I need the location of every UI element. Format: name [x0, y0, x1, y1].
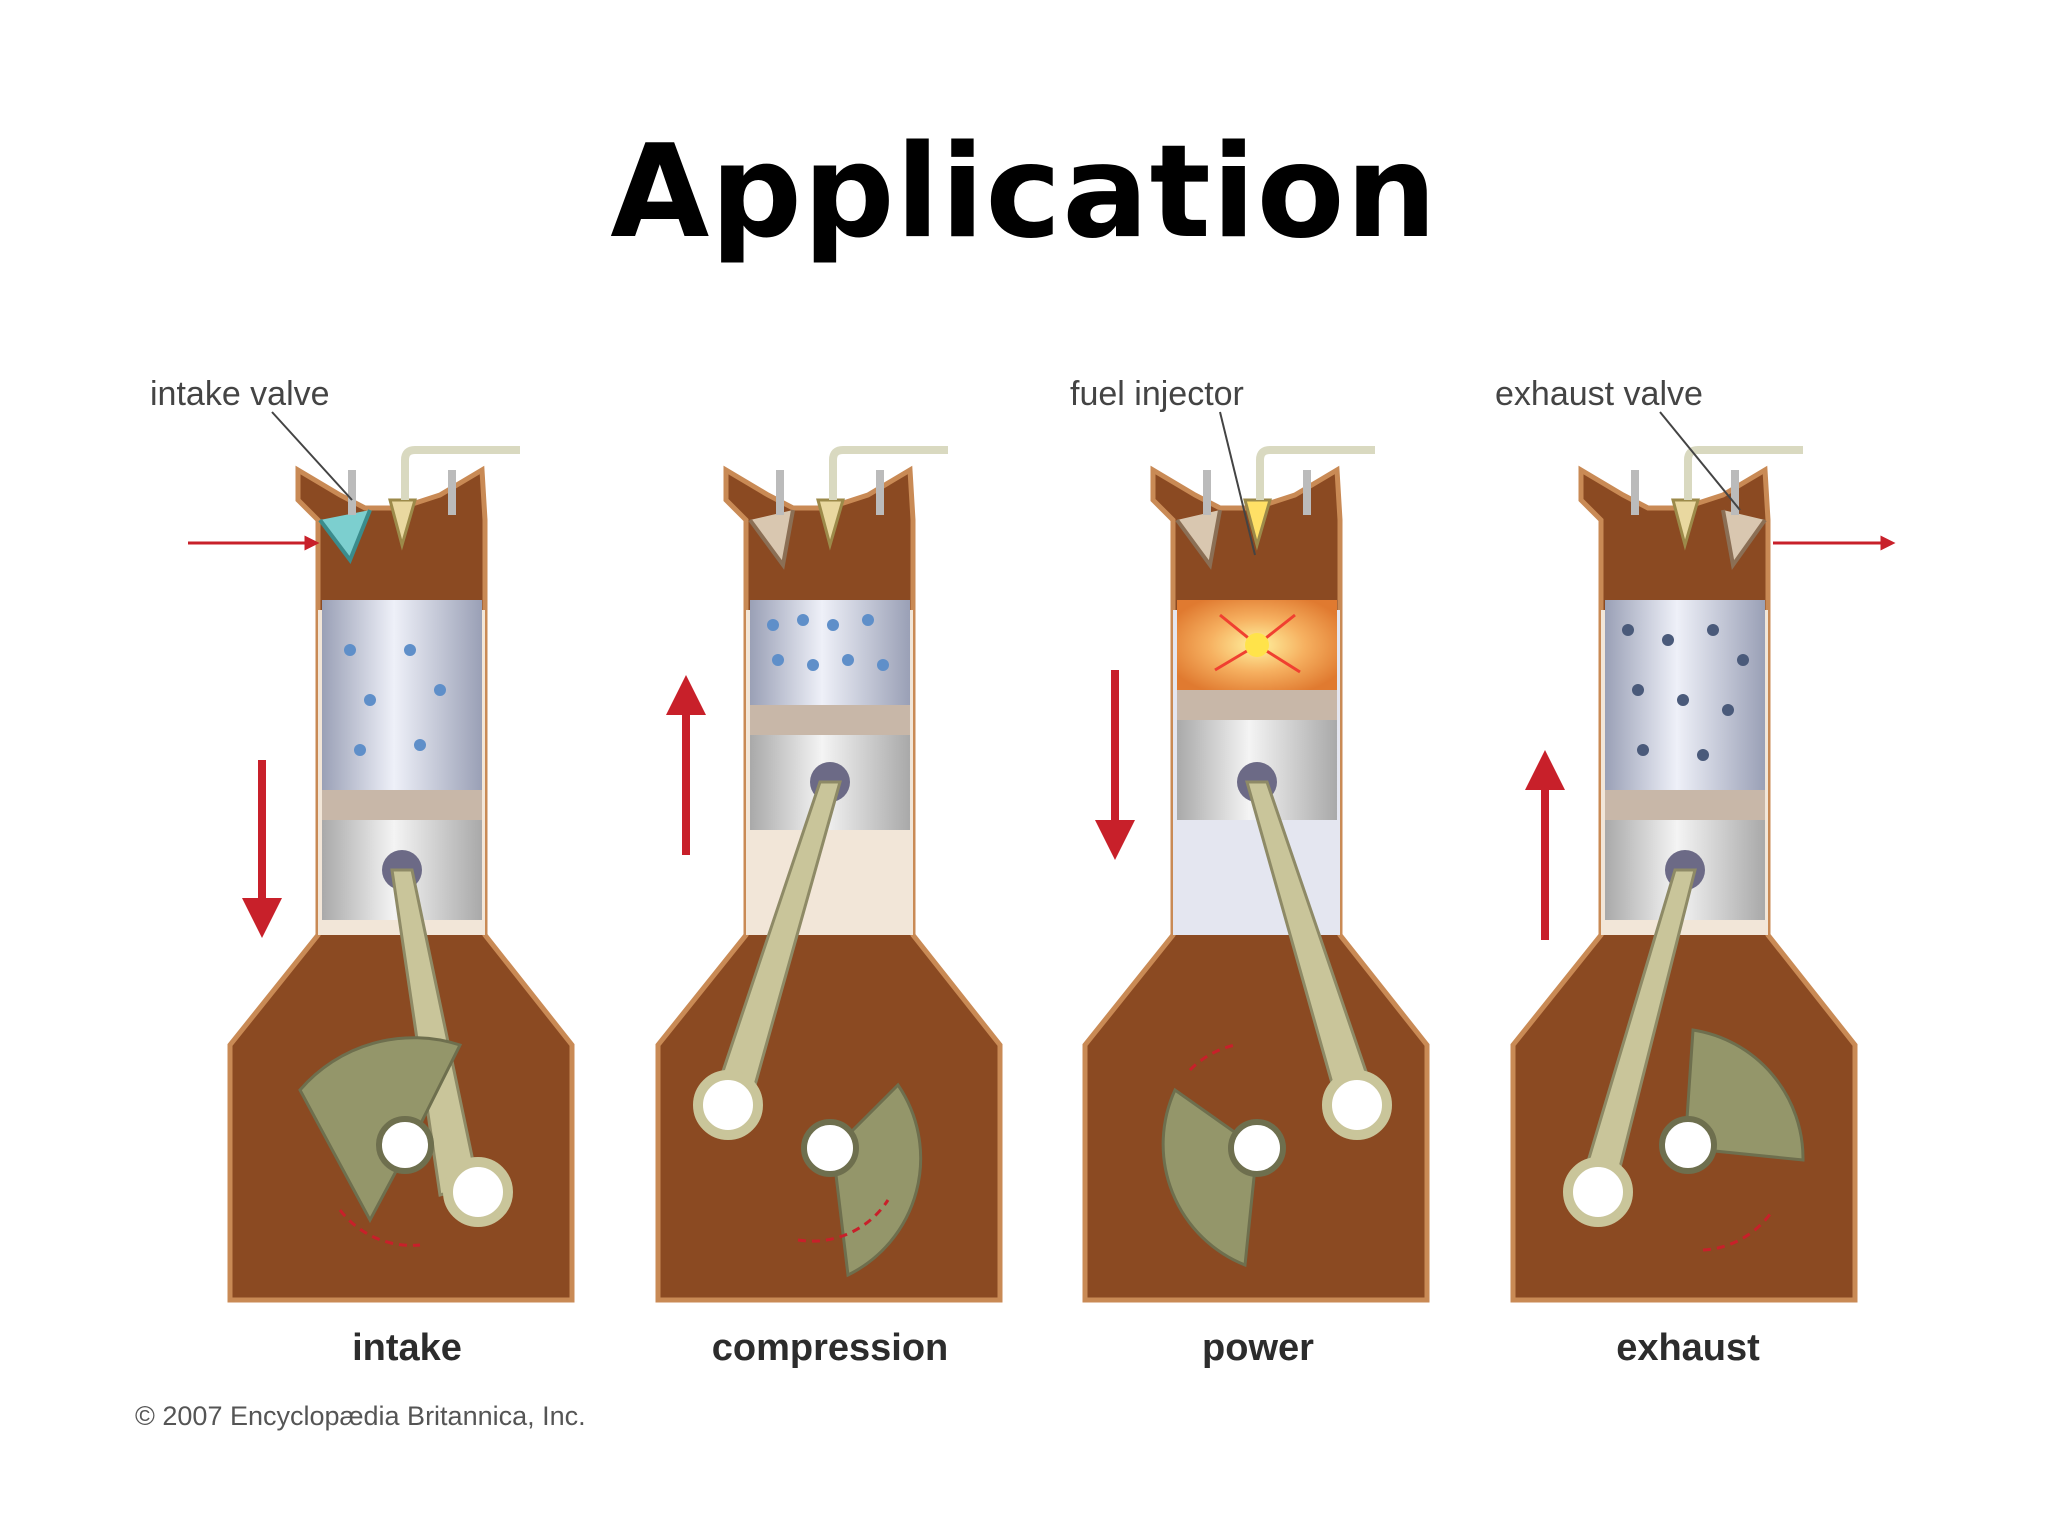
- callout-leader: [1659, 411, 1741, 511]
- copyright-text: © 2007 Encyclopædia Britannica, Inc.: [135, 1401, 586, 1431]
- rotation-arc: [338, 1209, 421, 1247]
- crank-counterweight: [831, 1082, 923, 1278]
- callout-exhaust-valve: exhaust valve: [1495, 375, 1703, 413]
- fuel-line: [1256, 446, 1375, 500]
- valve-stem: [1731, 470, 1739, 515]
- valve: [748, 509, 795, 570]
- engine-stage-exhaust: exhaust: [1510, 446, 1896, 1369]
- crank-pin: [1563, 1157, 1633, 1227]
- crank-counterweight: [1683, 1028, 1805, 1162]
- crankshaft: [1659, 1116, 1717, 1174]
- fuel-line: [829, 446, 948, 500]
- crank-pin: [693, 1070, 763, 1140]
- piston-ring-band: [322, 790, 482, 820]
- valve-stem: [1303, 470, 1311, 515]
- callout-leader: [1219, 411, 1256, 556]
- valve-stem: [876, 470, 884, 515]
- piston-ring-band: [1605, 790, 1765, 820]
- valve-stem: [348, 470, 356, 515]
- rotation-arc: [1188, 1043, 1236, 1072]
- engine-stage-power: power: [1082, 446, 1430, 1369]
- crankshaft: [801, 1119, 859, 1177]
- callout-fuel-injector: fuel injector: [1070, 375, 1244, 413]
- fuel-charge-dots: [767, 614, 889, 671]
- stage-label: compression: [712, 1327, 949, 1369]
- valve-stem: [1203, 470, 1211, 515]
- rotation-arc: [1702, 1209, 1775, 1252]
- exhaust-valve: [1721, 509, 1767, 571]
- intake-valve: [318, 509, 372, 565]
- fuel-line: [1684, 446, 1803, 500]
- valve: [1175, 509, 1222, 570]
- crank-pin: [443, 1157, 513, 1227]
- stage-label: exhaust: [1616, 1327, 1760, 1369]
- stage-label: intake: [352, 1327, 462, 1369]
- crank-counterweight: [298, 1036, 463, 1224]
- fuel-charge-dots: [344, 644, 446, 756]
- crankshaft: [376, 1116, 434, 1174]
- valve-stem: [448, 470, 456, 515]
- ignition-spark: [1214, 613, 1301, 674]
- stage-label: power: [1202, 1327, 1314, 1369]
- engine-stage-compression: compression: [655, 446, 1003, 1369]
- crank-pin: [1322, 1070, 1392, 1140]
- exhaust-gas-dots: [1622, 624, 1749, 761]
- callout-intake-valve: intake valve: [150, 375, 330, 413]
- valve-stem: [776, 470, 784, 515]
- combustion-chamber: [750, 600, 910, 705]
- callout-leader: [271, 411, 353, 501]
- crankshaft: [1228, 1119, 1286, 1177]
- combustion-chamber: [322, 600, 482, 790]
- rotation-arc: [797, 1199, 890, 1243]
- slide-title: Application: [610, 118, 1438, 267]
- fuel-line: [401, 446, 520, 500]
- piston-ring-band: [1177, 690, 1337, 720]
- engine-stage-intake: intake: [188, 446, 575, 1369]
- valve-stem: [1631, 470, 1639, 515]
- piston-ring-band: [750, 705, 910, 735]
